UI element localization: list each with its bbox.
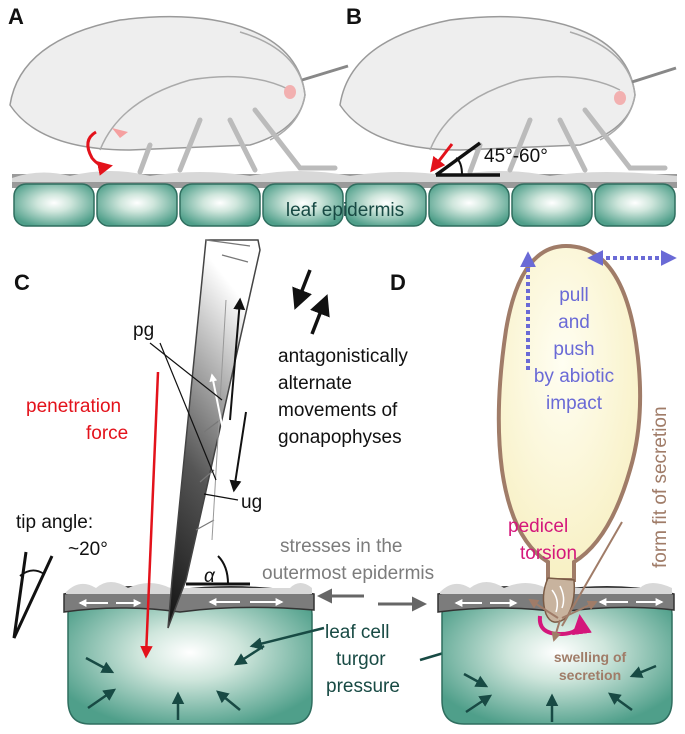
panel-c: C α pg ug antagonistic xyxy=(12,239,477,725)
pg-leader xyxy=(159,342,217,481)
penetration-force-arrow xyxy=(140,371,160,659)
ovipositor-tip xyxy=(112,128,128,138)
insect-head-outline xyxy=(569,31,636,141)
stresses-label-2: outermost epidermis xyxy=(262,563,434,584)
wax-layer xyxy=(12,171,677,182)
alpha-label: α xyxy=(204,566,216,587)
egg-pedicel xyxy=(542,577,576,623)
insertion-arrow xyxy=(430,143,454,173)
antagonistic-line-3: movements of xyxy=(278,400,398,421)
form-fit-leader xyxy=(561,521,623,627)
movement-arrow-down xyxy=(229,411,247,493)
insect-legs xyxy=(467,107,668,175)
insect-head-outline xyxy=(239,31,306,141)
swelling-arrow xyxy=(528,598,559,619)
tip-angle-label-1: tip angle: xyxy=(16,512,93,533)
epidermis-cell xyxy=(511,183,593,227)
turgor-arrow xyxy=(629,664,657,678)
wax-layer xyxy=(66,582,312,594)
turgor-label-3: pressure xyxy=(326,676,400,697)
insect-antenna xyxy=(301,64,349,82)
ovipositor-ridges xyxy=(195,239,251,531)
leaf-epidermis-label: leaf epidermis xyxy=(286,200,404,221)
insect-eye xyxy=(284,85,296,99)
insect-wing xyxy=(339,15,636,151)
pg-label: pg xyxy=(133,320,154,341)
turgor-leader-left xyxy=(249,626,325,650)
insect-legs xyxy=(137,107,338,175)
rotation-arrow xyxy=(86,130,113,176)
movement-arrow-up xyxy=(209,373,233,476)
pull-push-line-4: by abiotic xyxy=(534,366,614,387)
panel-label-b: B xyxy=(346,4,362,29)
insect-antenna xyxy=(631,66,677,84)
antagonistic-line-1: antagonistically xyxy=(278,346,408,367)
gonapophyses-seam xyxy=(211,299,227,541)
movement-arrow-up xyxy=(229,297,246,421)
pull-push-line-5: impact xyxy=(546,393,603,414)
swelling-label-1: swelling of xyxy=(554,649,627,665)
insect-wing xyxy=(9,15,306,151)
pull-push-line-3: push xyxy=(553,339,594,360)
turgor-arrow xyxy=(607,692,633,712)
leaf-cell xyxy=(67,593,313,725)
penetration-label-1: penetration xyxy=(26,396,121,417)
antagonistic-arrow-up xyxy=(310,294,330,335)
turgor-label-1: leaf cell xyxy=(325,622,389,643)
turgor-arrow xyxy=(85,656,115,674)
swelling-label-2: secretion xyxy=(559,667,621,683)
turgor-label-2: turgor xyxy=(336,649,386,670)
epidermis-cell xyxy=(428,183,510,227)
insect-eye xyxy=(614,91,626,105)
antagonistic-line-4: gonapophyses xyxy=(278,427,402,448)
panel-label-d: D xyxy=(390,270,406,295)
ug-label: ug xyxy=(241,492,262,513)
penetration-label-2: force xyxy=(86,423,128,444)
epidermis-cell xyxy=(96,183,178,227)
pedicel-label-2: torsion xyxy=(520,543,577,564)
leaf-epidermis-strip: leaf epidermis xyxy=(12,171,677,227)
form-fit-label: form fit of secretion xyxy=(650,406,671,568)
turgor-arrow xyxy=(463,672,489,688)
angle-arc xyxy=(455,157,463,176)
pedicel-label-1: pedicel xyxy=(508,516,568,537)
insect-b: 45°-60° B xyxy=(339,4,677,177)
ug-leader xyxy=(203,493,239,501)
epidermis-cell xyxy=(345,183,427,227)
epidermis-cell xyxy=(262,183,344,227)
turgor-arrow xyxy=(87,688,117,710)
angle-range-label: 45°-60° xyxy=(484,146,548,167)
epidermis-cell xyxy=(179,183,261,227)
tip-angle-arc xyxy=(19,569,45,577)
antagonistic-line-2: alternate xyxy=(278,373,352,394)
swelling-arrow xyxy=(561,600,598,619)
panel-d: D pull and push by abiotic impact form f… xyxy=(390,243,677,725)
panel-label-a: A xyxy=(8,4,24,29)
antagonistic-arrow-down xyxy=(292,269,312,310)
panel-label-c: C xyxy=(14,270,30,295)
pg-leader xyxy=(149,342,223,401)
alpha-arc xyxy=(217,555,229,585)
swelling-arrow xyxy=(551,619,562,642)
turgor-arrow xyxy=(465,694,493,714)
wing-vein xyxy=(429,75,621,151)
pedicel-detail xyxy=(551,585,565,613)
pull-push-line-2: and xyxy=(558,312,590,333)
pull-push-line-1: pull xyxy=(559,285,589,306)
tip-angle-icon xyxy=(12,551,54,639)
tip-angle-label-2: ~20° xyxy=(68,539,108,560)
turgor-arrow xyxy=(216,690,241,711)
epidermis-cell xyxy=(13,183,95,227)
wing-vein xyxy=(99,75,291,151)
stresses-label-1: stresses in the xyxy=(280,536,403,557)
insect-a: A xyxy=(8,4,349,176)
epidermis-cell xyxy=(594,183,676,227)
